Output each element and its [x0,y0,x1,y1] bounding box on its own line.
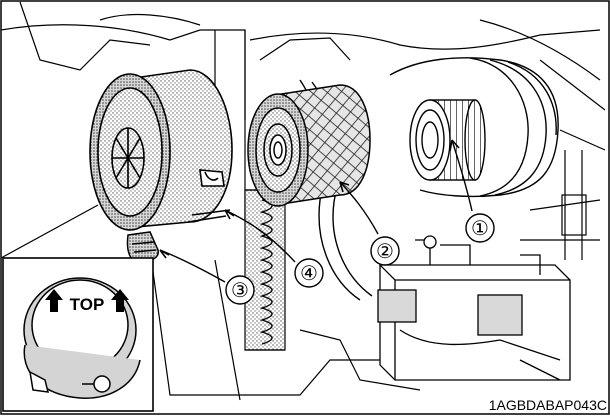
callout-number: ③ [231,280,249,302]
inset-cover-illustration [23,277,141,399]
inset-detail: TOP [0,204,154,412]
leader-lines [159,139,473,283]
callout-number: ④ [300,263,318,285]
figure-code: 1AGBDABAP043C [489,397,607,413]
outer-filter-element [247,84,371,207]
inset-pointer-line [0,204,99,259]
callout-4: ④ [294,258,324,288]
callout-number: ① [471,218,489,240]
engine-background [0,1,606,401]
inset-top-label: TOP [70,295,105,314]
callout-1: ① [465,213,495,243]
callout-3: ③ [225,275,255,305]
callout-number: ② [376,241,394,263]
inner-filter-element [389,57,559,198]
callout-2: ② [370,236,400,266]
top-arrow-right-icon [111,289,129,312]
top-arrow-left-icon [45,289,63,312]
air-cleaner-cover [89,69,233,231]
